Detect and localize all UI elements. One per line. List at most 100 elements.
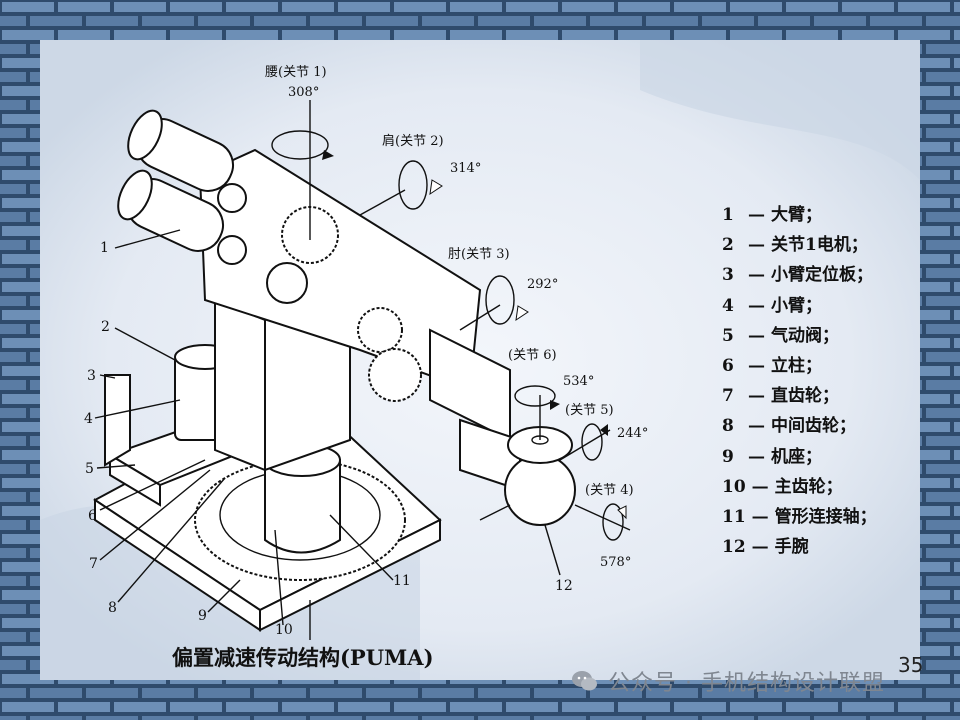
gear-e	[357, 307, 403, 353]
legend-number: 9	[722, 446, 734, 467]
legend-number: 5	[722, 325, 734, 346]
pillar-side	[214, 298, 266, 472]
parts-legend: 1 — 大臂； 2 — 关节1电机； 3 — 小臂定位板； 4 — 小臂； 5 — 气动阀； 6 — 立柱； 7 — 直…	[722, 200, 877, 562]
legend-label: 机座；	[771, 446, 822, 467]
gear-f	[368, 348, 422, 402]
legend-dash: —	[751, 506, 769, 527]
wechat-logo-icon	[572, 671, 597, 691]
legend-label: 气动阀；	[771, 325, 839, 346]
legend-label: 中间齿轮；	[771, 416, 856, 437]
part-label-9: 9	[198, 608, 207, 624]
decor-wave-right	[640, 40, 920, 180]
legend-dash: —	[751, 537, 769, 558]
joint2-angle: 314°	[450, 161, 481, 176]
legend-label: 大臂；	[771, 205, 822, 225]
part-label-5: 5	[85, 461, 94, 477]
part-label-4: 4	[84, 411, 93, 427]
legend-number: 11	[722, 506, 746, 527]
legend-label: 主齿轮；	[774, 476, 843, 497]
leader-lines	[94, 229, 561, 626]
joint6-angle: 534°	[563, 374, 594, 389]
gear-b	[217, 235, 247, 265]
legend-number: 8	[722, 416, 734, 437]
legend-item: 10—主齿轮；	[722, 472, 877, 502]
part-label-3: 3	[87, 368, 96, 384]
gear-a	[217, 183, 247, 213]
legend-number: 6	[722, 355, 734, 376]
legend-number: 7	[722, 386, 734, 407]
legend-label: 手腕	[774, 537, 809, 558]
part-label-10: 10	[275, 622, 293, 638]
legend-item: 6 — 立柱；	[722, 351, 877, 381]
rotation-arrow-icon	[398, 160, 443, 210]
legend-item: 8 — 中间齿轮；	[722, 411, 877, 441]
axis-joint2	[359, 189, 406, 216]
rotation-arrow-icon	[581, 423, 608, 461]
legend-dash: —	[748, 446, 765, 467]
legend-number: 4	[722, 295, 734, 316]
legend-dash: —	[748, 416, 765, 437]
legend-dash: —	[748, 295, 765, 316]
legend-label: 管形连接轴；	[774, 506, 877, 527]
legend-dash: —	[748, 235, 765, 256]
arm-positioning-plate	[104, 374, 131, 467]
legend-number: 10	[722, 476, 746, 497]
legend-item: 9 — 机座；	[722, 442, 877, 472]
legend-label: 直齿轮；	[771, 386, 839, 407]
rotation-arrow-icon	[514, 385, 560, 410]
axis-wrist-left	[479, 504, 511, 521]
legend-item: 2 — 关节1电机；	[722, 230, 877, 260]
legend-number: 2	[722, 235, 734, 256]
legend-dash: —	[748, 265, 765, 286]
joint1-angle: 308°	[288, 85, 319, 100]
joint5-label: (关节 5)	[565, 403, 614, 418]
joint3-angle: 292°	[527, 277, 558, 292]
axis-joint3	[459, 304, 501, 331]
legend-number: 12	[722, 537, 746, 558]
gear-d	[266, 262, 308, 304]
joint4-label: (关节 4)	[585, 483, 634, 498]
legend-item: 12—手腕	[722, 532, 877, 562]
page-number: 35	[898, 653, 924, 677]
legend-dash: —	[751, 476, 769, 497]
legend-dash: —	[748, 355, 765, 376]
rotation-arrow-icon	[602, 503, 627, 541]
part-label-7: 7	[89, 556, 98, 572]
legend-label: 小臂定位板；	[771, 265, 873, 286]
legend-dash: —	[748, 325, 765, 346]
axis-joint4	[574, 504, 631, 531]
part-label-2: 2	[101, 319, 110, 335]
legend-item: 4 — 小臂；	[722, 291, 877, 321]
joint5-angle: 244°	[617, 426, 648, 441]
part-label-12: 12	[555, 578, 573, 594]
upper-motors	[117, 109, 234, 252]
legend-item: 3 — 小臂定位板；	[722, 260, 877, 290]
wrist	[504, 454, 576, 526]
part-label-11: 11	[393, 573, 411, 589]
legend-dash: —	[748, 386, 765, 407]
legend-number: 1	[722, 205, 734, 225]
watermark-text: 公众号 · 手机结构设计联盟	[608, 671, 885, 696]
joint4-angle: 578°	[600, 555, 631, 570]
legend-label: 小臂；	[771, 295, 822, 316]
legend-number: 3	[722, 265, 734, 286]
column	[264, 459, 341, 554]
legend-label: 关节1电机；	[771, 235, 868, 256]
joint1-label: 腰(关节 1)	[265, 65, 327, 80]
legend-label: 立柱；	[771, 355, 822, 376]
rotation-arrow-icon	[271, 130, 334, 160]
figure-caption: 偏置减速传动结构(PUMA)	[172, 645, 434, 670]
part-label-8: 8	[108, 600, 117, 616]
valve-block-front	[109, 453, 161, 507]
legend-item: 11—管形连接轴；	[722, 502, 877, 532]
legend-item: 1 — 大臂；	[722, 200, 877, 230]
rotation-arrow-icon	[485, 275, 529, 325]
watermark: 公众号 · 手机结构设计联盟	[570, 666, 885, 696]
legend-dash: —	[748, 205, 765, 225]
joint2-label: 肩(关节 2)	[382, 133, 444, 149]
legend-item: 7 — 直齿轮；	[722, 381, 877, 411]
joint6-label: (关节 6)	[508, 348, 557, 363]
legend-item: 5 — 气动阀；	[722, 321, 877, 351]
